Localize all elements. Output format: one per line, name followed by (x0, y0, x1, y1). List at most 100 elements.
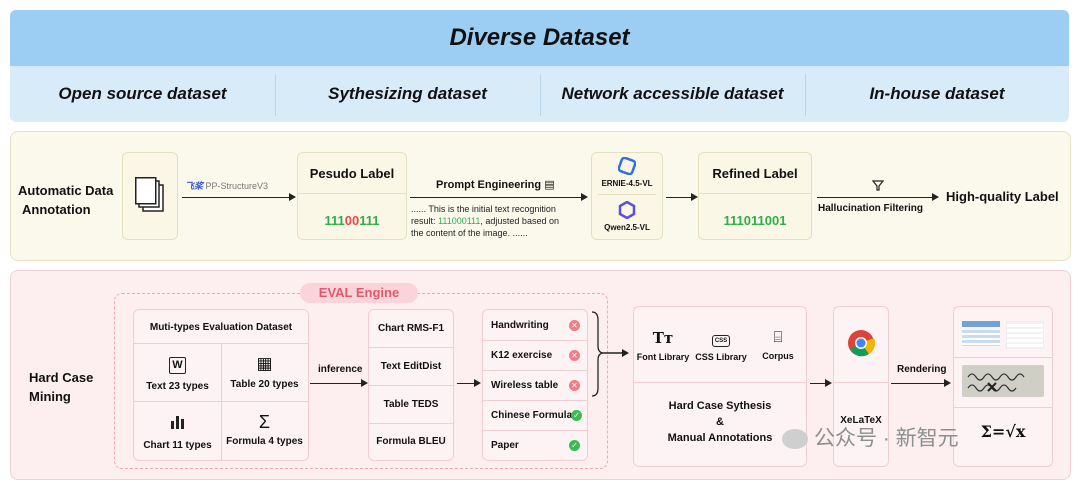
refined-label-card: Refined Label 111011001 (698, 152, 812, 240)
dataset-open-source: Open source dataset (58, 84, 227, 103)
diverse-dataset-band: Diverse Dataset Open source dataset Syth… (10, 10, 1069, 122)
qwen-icon (618, 201, 636, 219)
resource-css: CSS CSS Library (692, 329, 750, 362)
prompt-segment: , adjusted based on (480, 216, 559, 226)
high-quality-label: High-quality Label (946, 189, 1059, 204)
pass-icon: ✓ (569, 440, 580, 451)
cases-card: Handwriting ✕ K12 exercise ✕ Wireless ta… (482, 309, 588, 461)
pass-icon: ✓ (571, 410, 582, 421)
type-chart-label: Chart 11 types (143, 440, 212, 451)
pseudo-label-code: 11100111 (298, 213, 406, 228)
metric-table: Table TEDS (383, 399, 439, 410)
divider (598, 194, 656, 195)
arrow-head (944, 379, 951, 387)
arrow-head (581, 193, 588, 201)
divider (298, 193, 406, 194)
case-chinese-formula: Chinese Formula (491, 410, 573, 421)
refined-label-code: 111011001 (723, 213, 787, 228)
font-icon: Tт (652, 329, 674, 347)
type-chart: Chart 11 types (134, 413, 221, 451)
ernie-icon (618, 157, 636, 175)
divider (369, 385, 453, 386)
divider (134, 401, 308, 402)
metric-formula: Formula BLEU (376, 436, 446, 447)
case-wireless-table: Wireless table (491, 380, 559, 391)
sample-code (1006, 321, 1044, 349)
prompt-segment: result: (411, 216, 439, 226)
arrow (891, 383, 945, 384)
arrow-head (932, 193, 939, 201)
pp-structure-tool: 飞桨 PP-StructureV3 (185, 179, 268, 192)
prompt-line: ...... This is the initial text recognit… (411, 204, 556, 214)
mining-label-line1: Hard Case (29, 370, 94, 385)
type-formula-label: Formula 4 types (226, 436, 303, 447)
arrow (310, 383, 362, 384)
synthesis-line: & (716, 416, 724, 428)
synthesis-card: Tт Font Library CSS CSS Library ⌸ Corpus… (633, 306, 807, 467)
font-library-label: Font Library (636, 352, 690, 362)
dataset-in-house: In-house dataset (869, 84, 1005, 103)
arrow-head (289, 193, 296, 201)
synthesis-text: Hard Case Sythesis & Manual Annotations (634, 398, 806, 446)
xelatex-card: XeLaTeX (833, 306, 889, 467)
model-qwen: Qwen2.5-VL (604, 223, 650, 232)
arrow (810, 383, 826, 384)
arrow-head (825, 379, 832, 387)
refined-label-title: Refined Label (712, 166, 798, 181)
chrome-icon (848, 330, 875, 357)
prompt-text: ...... This is the initial text recognit… (411, 203, 559, 239)
case-handwriting: Handwriting (491, 320, 549, 331)
case-paper: Paper (491, 440, 519, 451)
tool-name: PP-StructureV3 (205, 181, 269, 191)
eval-dataset-card: Muti-types Evaluation Dataset W Text 23 … (133, 309, 309, 461)
divider (805, 74, 806, 116)
hard-case-section-label: Hard Case Mining (29, 368, 93, 406)
resource-corpus: ⌸ Corpus (750, 329, 806, 361)
prompt-engineering-title: Prompt Engineering ▤ (436, 178, 555, 191)
diverse-dataset-title: Diverse Dataset (10, 10, 1069, 66)
document-icon: ▤ (544, 179, 555, 191)
divider (540, 74, 541, 116)
table-icon: ▦ (256, 354, 273, 373)
case-k12: K12 exercise (491, 350, 553, 361)
word-icon: W (169, 357, 186, 374)
resource-font: Tт Font Library (634, 329, 692, 362)
watermark-text: 公众号 · 新智元 (814, 427, 959, 450)
model-ernie: ERNIE-4.5-VL (601, 179, 653, 188)
wechat-icon (782, 429, 808, 450)
type-table-label: Table 20 types (230, 379, 299, 390)
arrow (817, 197, 933, 198)
annotation-label-line2: Annotation (22, 202, 91, 217)
prompt-line: result: 111000111, adjusted based on (411, 215, 559, 227)
fail-icon: ✕ (569, 380, 580, 391)
handwriting-render-sample (962, 365, 1044, 397)
arrow-head (474, 379, 481, 387)
synthesis-line: Manual Annotations (667, 432, 773, 444)
inference-label: inference (318, 364, 363, 375)
divider (483, 430, 587, 431)
divider (954, 357, 1052, 358)
prompt-line: the content of the image. ...... (411, 228, 528, 238)
type-text: W Text 23 types (134, 355, 221, 392)
formula-render-sample: Σ=√x (980, 422, 1026, 441)
divider (699, 193, 811, 194)
fail-icon: ✕ (569, 320, 580, 331)
corpus-icon: ⌸ (773, 329, 783, 346)
code-part: 00 (344, 213, 360, 228)
sigma-icon: Σ (258, 412, 271, 432)
model-card: ERNIE-4.5-VL Qwen2.5-VL (591, 152, 663, 240)
code-part: 111 (359, 213, 380, 228)
annotation-section-label: Automatic Data Annotation (18, 181, 113, 219)
divider (483, 400, 587, 401)
mining-label-line2: Mining (29, 389, 71, 404)
annotation-label-line1: Automatic Data (18, 183, 114, 198)
arrow-head (361, 379, 368, 387)
rendered-samples-card: Σ=√x (953, 306, 1053, 467)
annotation-band (10, 131, 1071, 261)
css-icon: CSS (711, 335, 731, 347)
arrow (410, 197, 582, 198)
divider (634, 382, 806, 383)
fail-icon: ✕ (569, 350, 580, 361)
divider (483, 340, 587, 341)
documents-icon (135, 177, 164, 212)
